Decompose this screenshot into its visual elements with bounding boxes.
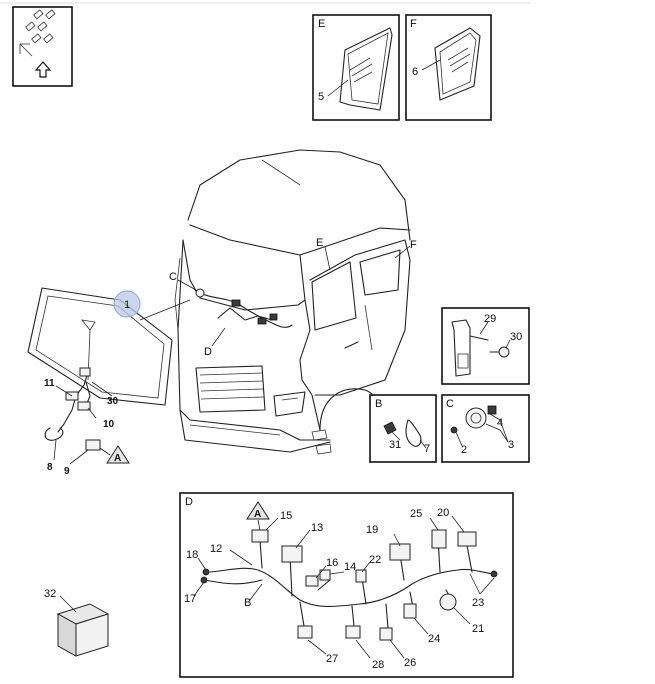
part-label-26: 26: [404, 657, 416, 669]
package-box-icon: 32: [44, 588, 110, 657]
part-label-9: 9: [64, 466, 70, 477]
detail-box-c: C 4 3 2: [441, 394, 530, 463]
part-label-27: 27: [326, 653, 338, 665]
part-label-13: 13: [311, 522, 323, 534]
detail-box-e: E 5: [312, 14, 400, 121]
highlight-callout-1[interactable]: 1: [113, 290, 141, 318]
part-label-2: 2: [461, 444, 467, 456]
part-label-8: 8: [47, 462, 53, 473]
part-label-12: 12: [210, 543, 222, 555]
detail-box-f-label: F: [410, 18, 417, 30]
cab-callout-f: F: [410, 239, 417, 251]
part-label-11: 11: [44, 378, 55, 389]
detail-box-c-label: C: [446, 398, 454, 410]
part-label-21: 21: [472, 623, 484, 635]
nav-arrows-icon[interactable]: [12, 6, 73, 87]
part-label-3: 3: [508, 439, 514, 451]
truck-cab-illustration: E F C D: [169, 149, 417, 455]
part-label-19: 19: [366, 524, 378, 536]
part-label-14: 14: [344, 561, 356, 573]
detail-box-bracket: 29 30: [441, 307, 530, 385]
part-label-28: 28: [372, 659, 384, 671]
warning-label-a-d: A: [254, 509, 261, 520]
part-label-10: 10: [103, 419, 115, 430]
part-label-30-left: 30: [107, 396, 119, 407]
part-label-20: 20: [437, 507, 449, 519]
part-label-32: 32: [44, 588, 56, 600]
part-label-15: 15: [280, 510, 292, 522]
cab-callout-e: E: [316, 237, 323, 249]
part-label-22: 22: [369, 554, 381, 566]
part-label-31: 31: [389, 439, 401, 451]
part-label-16: 16: [326, 557, 338, 569]
cab-callout-d: D: [204, 346, 212, 358]
part-label-25: 25: [410, 508, 422, 520]
part-label-17: 17: [184, 593, 196, 605]
cab-callout-c: C: [169, 271, 177, 283]
detail-box-d-label: D: [185, 496, 193, 508]
part-label-24: 24: [428, 633, 440, 645]
warning-label-a: A: [114, 453, 121, 464]
part-label-29: 29: [484, 313, 496, 325]
warning-triangle-icon: A: [106, 445, 130, 464]
part-label-6: 6: [412, 66, 418, 78]
part-label-4: 4: [497, 417, 503, 429]
harness-connector-label-b: B: [244, 597, 251, 609]
detail-box-d: D A: [179, 492, 514, 678]
detail-box-e-label: E: [318, 18, 325, 30]
highlight-callout-label: 1: [124, 299, 130, 311]
detail-box-b: B 31 7: [369, 394, 437, 463]
windscreen-assembly: 11 10 30 8 9 A: [27, 287, 191, 477]
detail-box-b-label: B: [375, 398, 382, 410]
part-label-7: 7: [424, 443, 430, 455]
detail-box-f: F 6: [405, 14, 492, 121]
part-label-23: 23: [472, 597, 484, 609]
warning-triangle-icon: A: [246, 501, 270, 520]
part-label-30-right: 30: [510, 331, 522, 343]
part-label-5: 5: [318, 91, 324, 103]
part-label-18: 18: [186, 549, 198, 561]
